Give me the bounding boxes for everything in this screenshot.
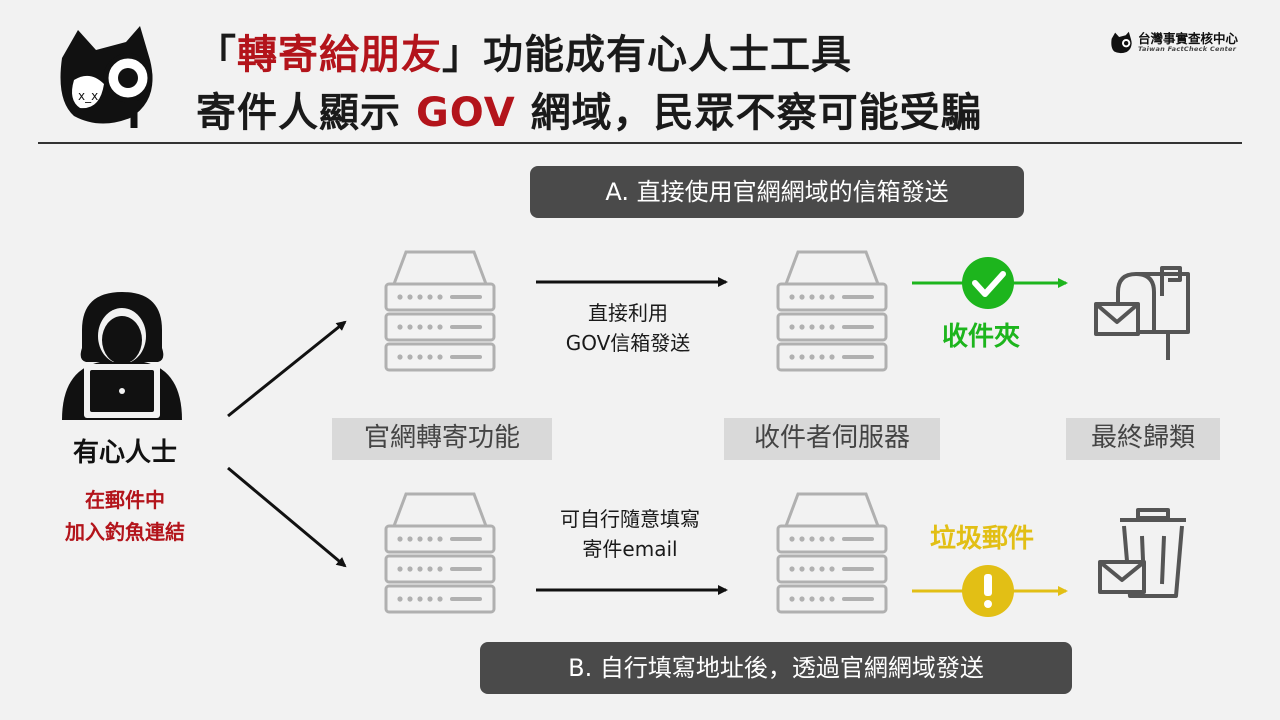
result-inbox-label: 收件夾 — [942, 322, 1021, 352]
title-line-2: 寄件人顯示 GOV 網域，民眾不察可能受騙 — [196, 80, 1156, 138]
actor-note-line-1: 在郵件中 — [85, 488, 165, 512]
banner-route-b: B. 自行填寫地址後，透過官網網域發送 — [480, 642, 1072, 694]
warning-circle-icon — [962, 565, 1014, 617]
hacker-icon — [62, 292, 182, 420]
flow-a-line-2: GOV信箱發送 — [565, 331, 691, 355]
server-icon — [778, 494, 886, 612]
flow-b-text: 可自行隨意填寫寄件email — [520, 504, 740, 564]
brand-subtitle: Taiwan FactCheck Center — [1138, 45, 1237, 53]
server-icon — [386, 494, 494, 612]
flow-a-text: 直接利用 GOV信箱發送 — [528, 298, 728, 358]
check-circle-icon — [962, 257, 1014, 309]
title-line-1: 「轉寄給朋友」功能成有心人士工具 — [196, 22, 1156, 80]
arrow-actor-to-route-b — [227, 466, 347, 568]
stage-label-receiver-server: 收件者伺服器 — [724, 418, 940, 460]
title-divider — [38, 142, 1242, 144]
flow-b-line-1: 可自行隨意填寫 — [560, 507, 700, 531]
svg-text:x_x: x_x — [78, 89, 98, 103]
banner-route-a: A. 直接使用官網網域的信箱發送 — [530, 166, 1024, 218]
title-quote-open: 「 — [196, 32, 237, 78]
title-highlight-gov: GOV — [415, 90, 516, 136]
title-line-2-after: 網域，民眾不察可能受騙 — [515, 90, 982, 136]
flow-a-line-1: 直接利用 — [588, 301, 668, 325]
arrow-actor-to-route-a — [227, 320, 347, 418]
server-icon — [386, 252, 494, 370]
flow-b-line-2: 寄件email — [582, 537, 678, 561]
title-line-2-before: 寄件人顯示 — [196, 90, 416, 136]
stage-label-forward-feature: 官網轉寄功能 — [332, 418, 552, 460]
brand-logo-icon — [1111, 31, 1132, 54]
stage-label-final-category: 最終歸類 — [1066, 418, 1220, 460]
cat-magnifier-icon: x_x — [60, 26, 153, 128]
mailbox-icon — [1094, 266, 1190, 360]
title-line-1-rest: 」功能成有心人士工具 — [442, 32, 852, 78]
actor-note: 在郵件中加入釣魚連結 — [30, 484, 220, 548]
title-highlight-forward: 轉寄給朋友 — [237, 32, 442, 78]
trash-can-icon — [1098, 508, 1186, 598]
actor-note-line-2: 加入釣魚連結 — [65, 520, 185, 544]
server-icon — [778, 252, 886, 370]
actor-label: 有心人士 — [72, 438, 177, 468]
result-spam-label: 垃圾郵件 — [930, 524, 1035, 554]
brand-name: 台灣事實查核中心 — [1138, 31, 1239, 46]
